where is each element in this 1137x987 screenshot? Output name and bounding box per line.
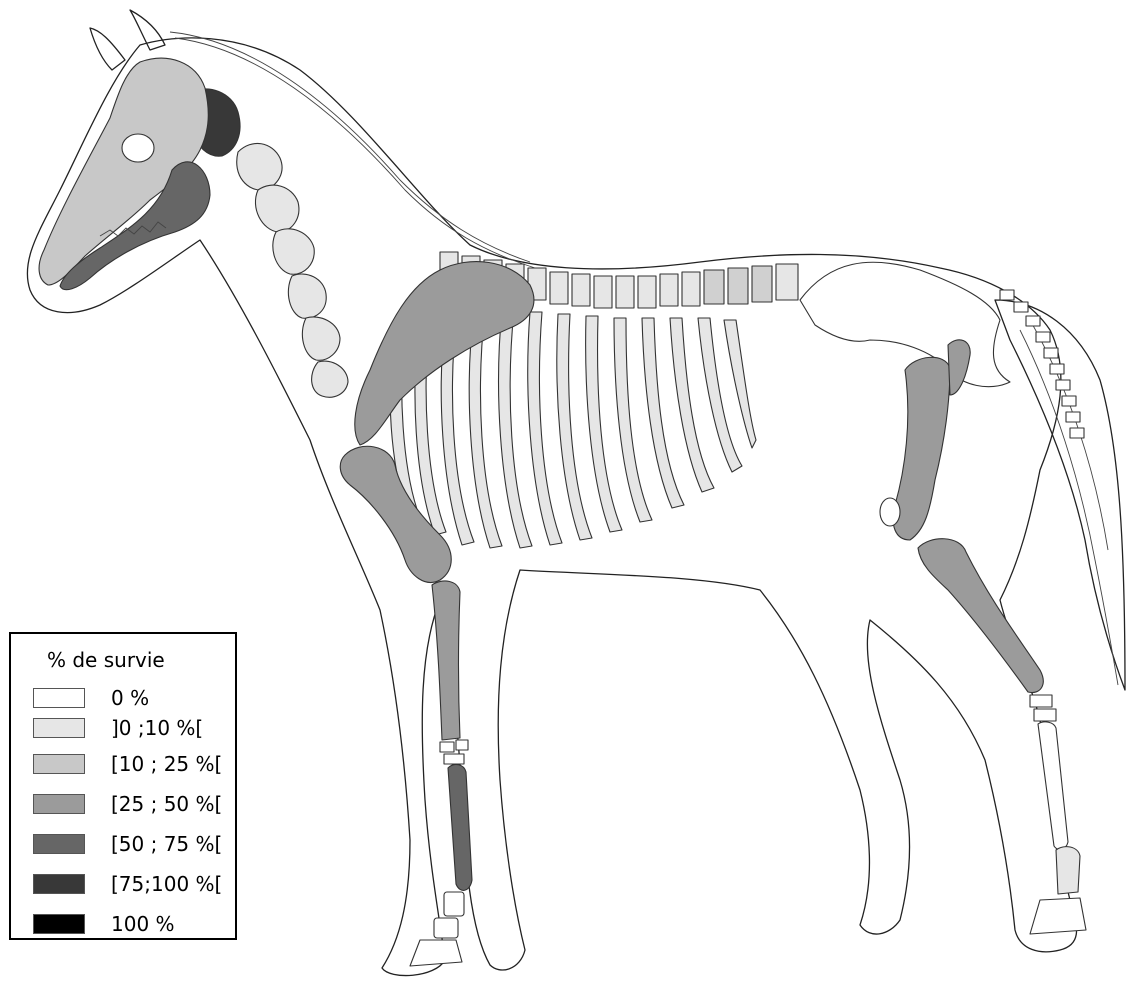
- legend-item-4: [50 ; 75 %[: [11, 832, 237, 858]
- tibia: [918, 539, 1043, 693]
- eye-orbit: [122, 134, 154, 162]
- pelvis: [800, 262, 1010, 386]
- hind-phalanx: [1056, 847, 1080, 894]
- mane-texture-2: [175, 38, 535, 268]
- legend-label: ]0 ;10 %[: [111, 716, 203, 740]
- front-metacarpal: [448, 765, 472, 891]
- horse-ear-left: [90, 28, 125, 70]
- legend-swatch: [33, 718, 85, 738]
- legend-item-5: [75;100 %[: [11, 872, 237, 898]
- legend-item-6: 100 %: [11, 912, 237, 936]
- legend-item-2: [10 ; 25 %[: [11, 752, 237, 778]
- horse-tail-outline: [995, 300, 1125, 690]
- femur-head: [948, 340, 970, 395]
- patella: [880, 498, 900, 526]
- legend-item-0: 0 %: [11, 686, 237, 712]
- hind-hoof-bone: [1030, 898, 1086, 934]
- cervical-vertebrae: [237, 143, 348, 397]
- legend-label: 0 %: [111, 686, 149, 710]
- legend-item-3: [25 ; 50 %[: [11, 792, 237, 818]
- legend-swatch: [33, 914, 85, 934]
- front-carpals: [440, 740, 468, 764]
- legend-swatch: [33, 754, 85, 774]
- hind-metatarsal: [1038, 722, 1068, 850]
- legend-swatch: [33, 834, 85, 854]
- horse-ear-right: [130, 10, 165, 50]
- radius: [432, 581, 460, 740]
- femur: [893, 357, 950, 540]
- legend-swatch: [33, 794, 85, 814]
- legend-title: % de survie: [47, 648, 165, 672]
- legend-swatch: [33, 688, 85, 708]
- legend-label: [50 ; 75 %[: [111, 832, 222, 856]
- legend-swatch: [33, 874, 85, 894]
- legend-label: 100 %: [111, 912, 175, 936]
- legend-box: % de survie 0 % ]0 ;10 %[ [10 ; 25 %[ [2…: [9, 632, 237, 940]
- legend-label: [75;100 %[: [111, 872, 222, 896]
- hind-tarsals: [1030, 695, 1056, 721]
- legend-item-1: ]0 ;10 %[: [11, 716, 237, 742]
- legend-label: [10 ; 25 %[: [111, 752, 222, 776]
- legend-label: [25 ; 50 %[: [111, 792, 222, 816]
- tail-hair-2: [1030, 320, 1108, 550]
